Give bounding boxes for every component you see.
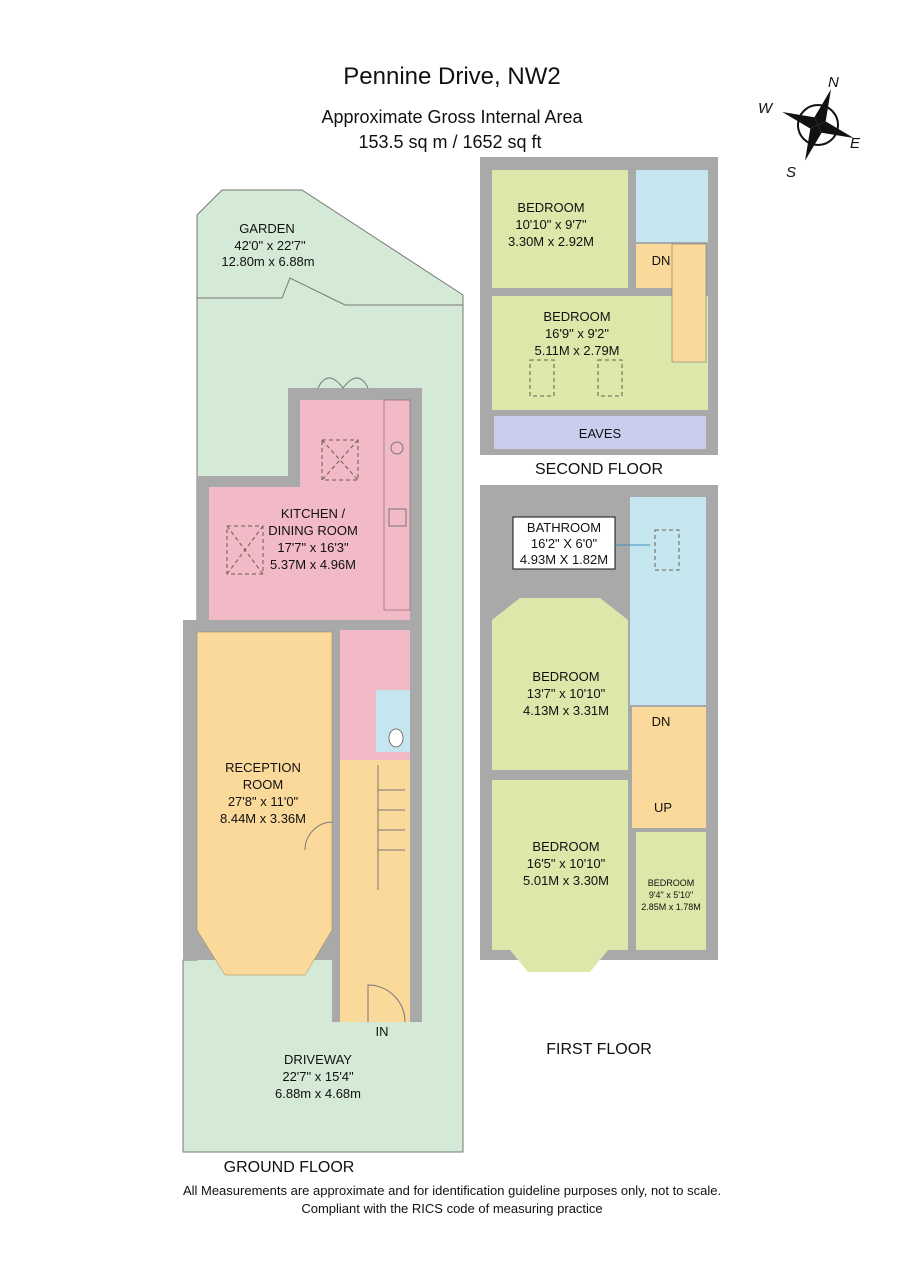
first-floor: BATHROOM 16'2" X 6'0" 4.93M X 1.82M BEDR… bbox=[480, 485, 718, 1058]
sf-bedroom-b-metric: 5.11M x 2.79M bbox=[534, 343, 619, 358]
reception-imperial: 27'8" x 11'0" bbox=[228, 794, 299, 809]
ff-bedroom-b-imperial: 16'5" x 10'10" bbox=[527, 856, 606, 871]
ff-bedroom-b-label: BEDROOM bbox=[532, 839, 599, 854]
compass-icon: N E S W bbox=[758, 74, 861, 181]
second-floor: BEDROOM 10'10" x 9'7" 3.30M x 2.92M BEDR… bbox=[480, 157, 718, 478]
bathroom-label: BATHROOM bbox=[527, 520, 601, 535]
bathroom-imperial: 16'2" X 6'0" bbox=[531, 536, 598, 551]
disclaimer: All Measurements are approximate and for… bbox=[183, 1183, 721, 1198]
ff-bedroom-a-imperial: 13'7" x 10'10" bbox=[527, 686, 606, 701]
ff-stairs-down: DN bbox=[652, 714, 671, 729]
garden-metric: 12.80m x 6.88m bbox=[221, 254, 314, 269]
eaves bbox=[494, 416, 706, 449]
bedroom-a bbox=[492, 170, 628, 288]
ff-bedroom-c-imperial: 9'4" x 5'10" bbox=[649, 890, 693, 900]
sf-bedroom-b-label: BEDROOM bbox=[543, 309, 610, 324]
ff-stairs-up: UP bbox=[654, 800, 672, 815]
driveway-imperial: 22'7" x 15'4" bbox=[282, 1069, 354, 1084]
area-total: 153.5 sq m / 1652 sq ft bbox=[358, 132, 541, 152]
garden-imperial: 42'0" x 22'7" bbox=[234, 238, 306, 253]
sf-bedroom-a-label: BEDROOM bbox=[517, 200, 584, 215]
reception-label-2: ROOM bbox=[243, 777, 283, 792]
garden-label: GARDEN bbox=[239, 221, 295, 236]
driveway-metric: 6.88m x 4.68m bbox=[275, 1086, 361, 1101]
bathroom bbox=[630, 497, 706, 705]
ff-bedroom-b bbox=[492, 780, 628, 950]
ground-floor-label: GROUND FLOOR bbox=[224, 1159, 355, 1176]
ff-bedroom-c-metric: 2.85M x 1.78M bbox=[641, 902, 701, 912]
first-floor-label: FIRST FLOOR bbox=[546, 1041, 652, 1058]
compass-n: N bbox=[828, 74, 839, 91]
rics-note: Compliant with the RICS code of measurin… bbox=[301, 1201, 602, 1216]
reception-room bbox=[196, 631, 333, 976]
ff-bedroom-a-metric: 4.13M x 3.31M bbox=[523, 703, 609, 718]
ff-bedroom-a-label: BEDROOM bbox=[532, 669, 599, 684]
kitchen-label-1: KITCHEN / bbox=[281, 506, 346, 521]
sf-bedroom-a-imperial: 10'10" x 9'7" bbox=[515, 217, 587, 232]
hallway bbox=[340, 760, 410, 1022]
sf-stairs-label: DN bbox=[652, 253, 671, 268]
compass-e: E bbox=[850, 135, 861, 152]
kitchen-label-2: DINING ROOM bbox=[268, 523, 358, 538]
sf-bedroom-a-metric: 3.30M x 2.92M bbox=[508, 234, 594, 249]
subtitle: Approximate Gross Internal Area bbox=[321, 107, 583, 127]
kitchen-metric: 5.37M x 4.96M bbox=[270, 557, 356, 572]
second-floor-label: SECOND FLOOR bbox=[535, 461, 663, 478]
ff-stairs bbox=[632, 707, 706, 828]
compass-s: S bbox=[786, 164, 796, 181]
ground-floor: GARDEN 42'0" x 22'7" 12.80m x 6.88m KITC… bbox=[182, 189, 464, 1176]
ff-bedroom-c-label: BEDROOM bbox=[648, 878, 695, 888]
eaves-label: EAVES bbox=[579, 426, 622, 441]
reception-label-1: RECEPTION bbox=[225, 760, 301, 775]
ff-bedroom-a bbox=[492, 598, 628, 770]
driveway-label: DRIVEWAY bbox=[284, 1052, 352, 1067]
reception-metric: 8.44M x 3.36M bbox=[220, 811, 306, 826]
entrance-label: IN bbox=[376, 1024, 389, 1039]
stairs bbox=[636, 244, 672, 288]
kitchen-imperial: 17'7" x 16'3" bbox=[277, 540, 349, 555]
sf-bedroom-b-imperial: 16'9" x 9'2" bbox=[545, 326, 609, 341]
bathroom-metric: 4.93M X 1.82M bbox=[520, 552, 608, 567]
ff-bedroom-b-metric: 5.01M x 3.30M bbox=[523, 873, 609, 888]
page-title: Pennine Drive, NW2 bbox=[343, 63, 560, 90]
compass-w: W bbox=[758, 100, 774, 117]
ff-bedroom-c bbox=[636, 832, 706, 950]
shower-room bbox=[636, 170, 708, 242]
